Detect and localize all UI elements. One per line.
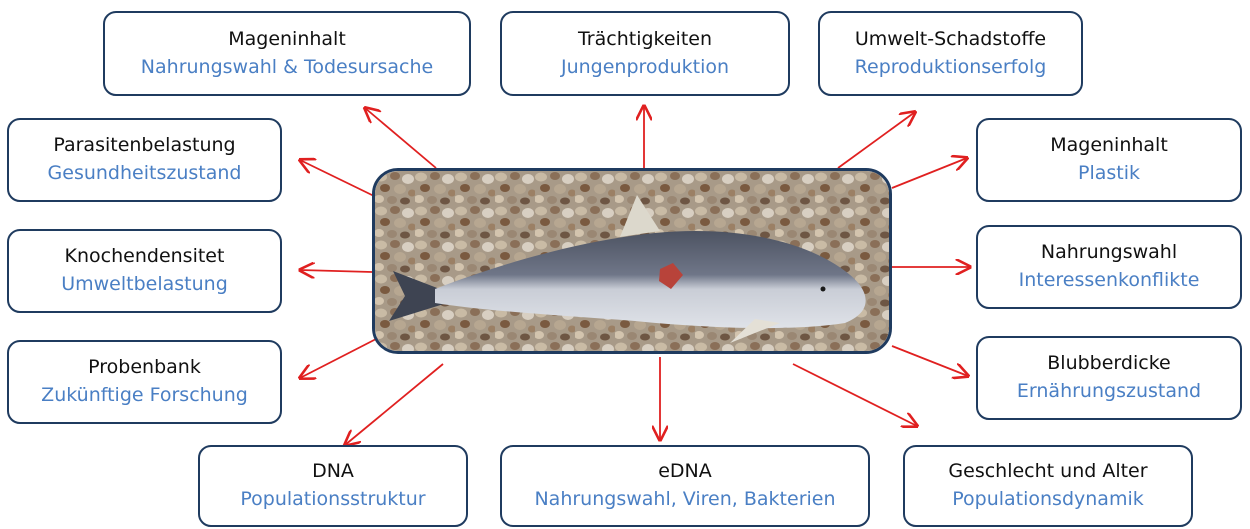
info-box-dna: DNA Populationsstruktur xyxy=(198,445,468,527)
box-subtitle: Zukünftige Forschung xyxy=(41,382,248,410)
box-subtitle: Nahrungswahl & Todesursache xyxy=(141,54,433,82)
arrow-to-mageninhalt-plastik xyxy=(892,158,967,188)
box-title: Mageninhalt xyxy=(228,26,346,54)
box-title: Trächtigkeiten xyxy=(578,26,712,54)
box-title: Umwelt-Schadstoffe xyxy=(855,26,1046,54)
box-title: Blubberdicke xyxy=(1047,350,1170,378)
box-subtitle: Populationsstruktur xyxy=(240,486,425,514)
arrow-to-dna xyxy=(345,364,443,445)
info-box-knochendensitet: Knochendensitet Umweltbelastung xyxy=(7,229,282,313)
box-title: Knochendensitet xyxy=(65,243,225,271)
arrow-to-mageninhalt-nahrung xyxy=(365,108,436,168)
arrow-to-schadstoffe xyxy=(838,112,915,168)
box-title: eDNA xyxy=(658,458,712,486)
box-title: Parasitenbelastung xyxy=(53,132,235,160)
info-box-nahrungswahl: Nahrungswahl Interessenkonflikte xyxy=(976,225,1242,309)
box-title: Nahrungswahl xyxy=(1041,239,1177,267)
info-box-parasitenbelastung: Parasitenbelastung Gesundheitszustand xyxy=(7,118,282,202)
info-box-geschlecht-alter: Geschlecht und Alter Populationsdynamik xyxy=(903,445,1193,527)
arrow-to-knochendensitet xyxy=(300,270,372,272)
box-subtitle: Nahrungswahl, Viren, Bakterien xyxy=(534,486,835,514)
info-box-probenbank: Probenbank Zukünftige Forschung xyxy=(7,340,282,424)
box-subtitle: Jungenproduktion xyxy=(561,54,729,82)
arrow-to-parasiten xyxy=(300,160,374,196)
box-title: Probenbank xyxy=(88,354,201,382)
info-box-blubberdicke: Blubberdicke Ernährungszustand xyxy=(976,336,1242,420)
info-box-edna: eDNA Nahrungswahl, Viren, Bakterien xyxy=(500,445,870,527)
arrow-to-probenbank xyxy=(300,338,378,378)
box-subtitle: Gesundheitszustand xyxy=(48,160,242,188)
box-subtitle: Populationsdynamik xyxy=(952,486,1144,514)
arrow-to-geschlecht xyxy=(793,364,917,426)
box-title: Mageninhalt xyxy=(1050,132,1168,160)
box-subtitle: Reproduktionserfolg xyxy=(855,54,1047,82)
info-box-mageninhalt-plastik: Mageninhalt Plastik xyxy=(976,118,1242,202)
box-title: Geschlecht und Alter xyxy=(948,458,1147,486)
box-subtitle: Interessenkonflikte xyxy=(1019,267,1200,295)
info-box-mageninhalt-nahrung: Mageninhalt Nahrungswahl & Todesursache xyxy=(103,11,471,96)
info-box-traechtigkeiten: Trächtigkeiten Jungenproduktion xyxy=(500,11,790,96)
arrow-to-blubberdicke xyxy=(892,346,968,376)
box-subtitle: Ernährungszustand xyxy=(1017,378,1201,406)
box-subtitle: Umweltbelastung xyxy=(61,271,228,299)
box-title: DNA xyxy=(312,458,354,486)
box-subtitle: Plastik xyxy=(1078,160,1140,188)
porpoise-photo xyxy=(372,168,892,354)
info-box-schadstoffe: Umwelt-Schadstoffe Reproduktionserfolg xyxy=(818,11,1083,96)
